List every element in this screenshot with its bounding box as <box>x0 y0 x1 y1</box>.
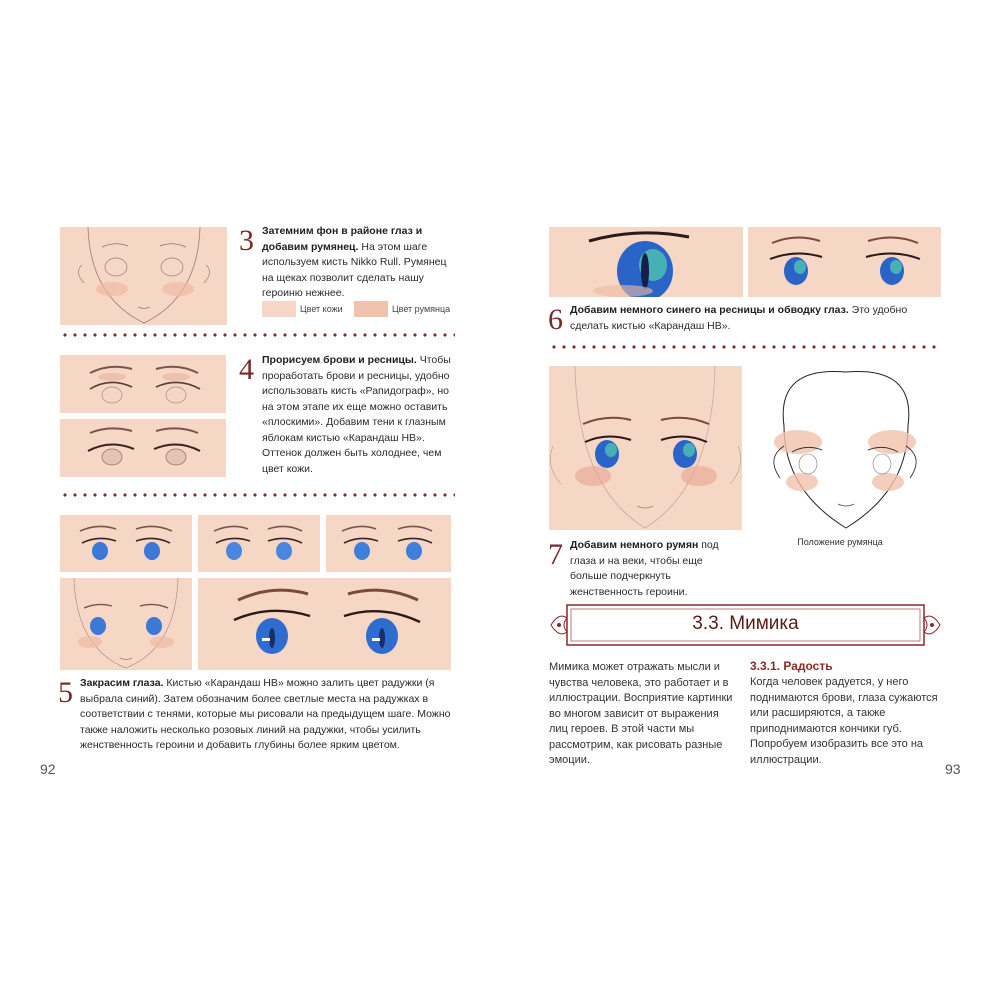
step3-bold: Затемним фон в районе глаз и добавим рум… <box>262 225 423 253</box>
step3-number: 3 <box>239 224 254 257</box>
step5-eyes-illustration-1 <box>60 515 192 572</box>
step6-body: Это удобно сделать кистью «Карандаш HB». <box>570 304 908 332</box>
step7-number: 7 <box>548 538 563 571</box>
step3-text: Затемним фон в районе глаз и добавим рум… <box>262 224 452 302</box>
step4-body: Чтобы проработать брови и ресницы, удобн… <box>262 354 451 475</box>
blush-color-label: Цвет румянца <box>392 304 451 314</box>
step4-text: Прорисуем брови и ресницы. Чтобы прорабо… <box>262 353 454 477</box>
step5-number: 5 <box>58 676 73 709</box>
intro-text: Мимика может отражать мысли и чувства че… <box>549 661 733 766</box>
step7-body: под глаза и на веки, чтобы еще больше по… <box>570 539 719 598</box>
step6-number: 6 <box>548 303 563 336</box>
step6-bold: Добавим немного синего на ресницы и обво… <box>570 304 849 316</box>
right-page-number: 93 <box>945 761 961 777</box>
step7-bold: Добавим немного румян <box>570 539 699 551</box>
step5-body: Кистью «Карандаш HB» можно залить цвет р… <box>80 677 451 751</box>
step4-number: 4 <box>239 353 254 386</box>
blush-position-sketch <box>762 366 928 530</box>
left-page-number: 92 <box>40 761 56 777</box>
step4-eyes-illustration-bottom <box>60 419 226 477</box>
step5-text: Закрасим глаза. Кистью «Карандаш HB» мож… <box>80 676 452 754</box>
subsection-text: Когда человек радуется, у него поднимают… <box>750 676 938 766</box>
divider-dots <box>60 493 455 497</box>
step3-body: На этом шаге используем кисть Nikko Rull… <box>262 240 447 300</box>
step4-eyes-illustration-top <box>60 355 226 413</box>
step7-text: Добавим немного румян под глаза и на век… <box>570 538 740 600</box>
blush-position-caption: Положение румянца <box>797 537 883 547</box>
skin-color-label: Цвет кожи <box>300 304 343 314</box>
step5-eyes-illustration-3 <box>326 515 451 572</box>
step6-eyes-illustration <box>748 227 941 297</box>
step7-face-illustration <box>549 366 742 530</box>
step3-face-illustration <box>60 227 227 325</box>
step5-bold: Закрасим глаза. <box>80 677 164 689</box>
blush-color-swatch <box>354 301 388 317</box>
divider-dots <box>60 333 455 337</box>
skin-color-swatch <box>262 301 296 317</box>
step5-face-illustration <box>60 578 192 670</box>
step4-bold: Прорисуем брови и ресницы. <box>262 354 417 366</box>
divider-dots <box>549 345 942 349</box>
section-title: 3.3. Мимика <box>692 613 799 634</box>
step6-text: Добавим немного синего на ресницы и обво… <box>570 303 942 334</box>
step5-eyes-illustration-2 <box>198 515 320 572</box>
subsection-title: 3.3.1. Радость <box>750 659 833 673</box>
step6-eye-closeup-illustration <box>549 227 743 297</box>
step5-eyes-closeup-illustration <box>198 578 451 670</box>
section-title-banner: 3.3. Мимика <box>549 604 942 646</box>
